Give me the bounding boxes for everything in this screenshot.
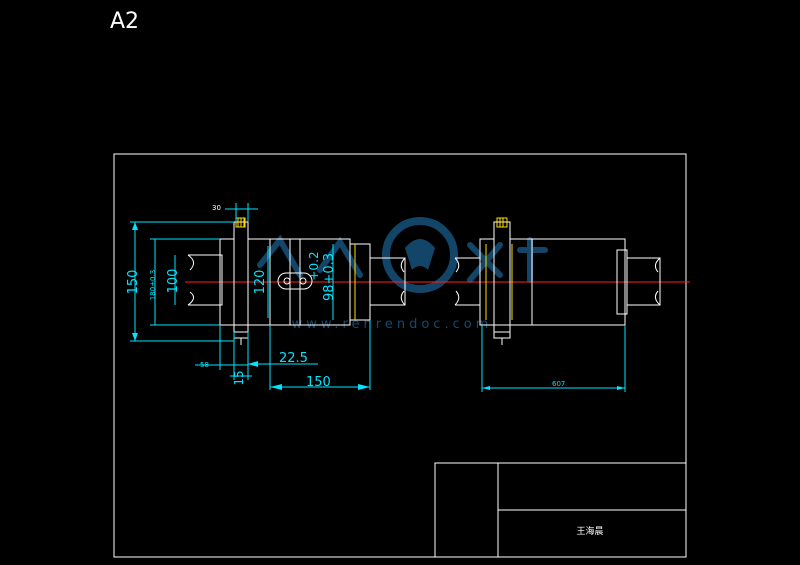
right-highlights	[485, 217, 513, 320]
dim-label-100: 100	[166, 269, 181, 294]
dim-label-150-left: 150	[126, 270, 141, 295]
left-highlights	[235, 217, 356, 320]
dim-label-607: 607	[552, 380, 565, 388]
dim-label-58: 58	[200, 361, 209, 369]
right-assembly	[454, 221, 661, 345]
watermark-url: www.renrendoc.com	[292, 317, 493, 332]
title-block-name: 王海晨	[576, 525, 603, 537]
dim-label-30: 30	[212, 204, 221, 212]
dim-label-22-5: 22.5	[279, 351, 308, 366]
watermark-logo	[257, 217, 548, 293]
title-block	[434, 462, 687, 558]
dim-label-180: 180±0.3	[149, 270, 157, 300]
dim-label-15: 15	[232, 370, 246, 385]
dim-label-98: 98+0.3	[322, 253, 337, 301]
dim-label-120: 120	[253, 270, 268, 295]
dim-label-98-top: +0.2	[307, 251, 321, 280]
dimension-arrows	[132, 222, 625, 390]
sheet-size-label: A2	[110, 9, 139, 34]
drawing-border	[113, 153, 687, 558]
dimension-lines	[130, 203, 626, 392]
dim-label-150-bottom: 150	[306, 375, 331, 390]
